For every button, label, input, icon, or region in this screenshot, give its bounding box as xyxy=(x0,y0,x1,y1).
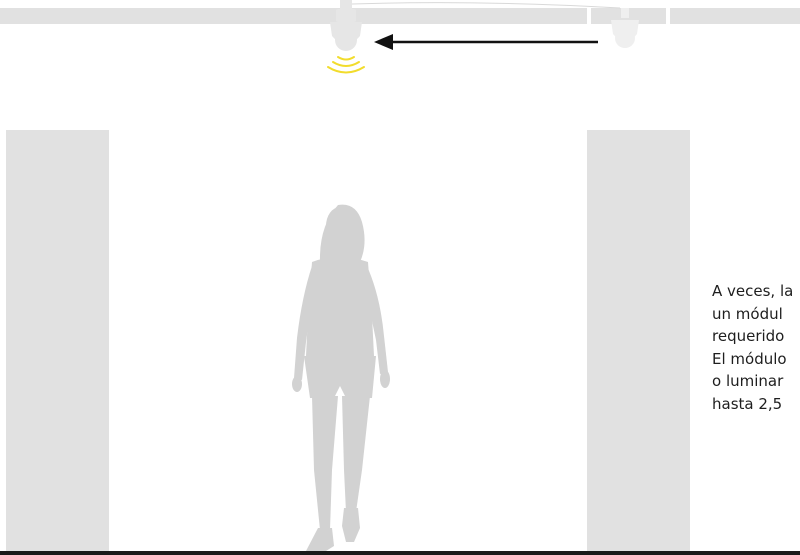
description-line: un módul xyxy=(712,303,800,326)
motion-detector-icon xyxy=(330,0,362,51)
connection-cable xyxy=(352,3,620,8)
description-line: A veces, la xyxy=(712,280,800,303)
detection-waves-icon xyxy=(328,57,364,73)
description-line: requerido xyxy=(712,325,800,348)
arrow-left-icon xyxy=(374,34,598,50)
description-line: hasta 2,5 xyxy=(712,393,800,416)
description-text: A veces, la un módul requerido El módulo… xyxy=(712,280,800,415)
description-line: o luminar xyxy=(712,370,800,393)
floor-line xyxy=(0,551,800,555)
person-silhouette-icon xyxy=(292,205,390,551)
ghost-detector-icon xyxy=(611,8,639,48)
description-line: El módulo xyxy=(712,348,800,371)
